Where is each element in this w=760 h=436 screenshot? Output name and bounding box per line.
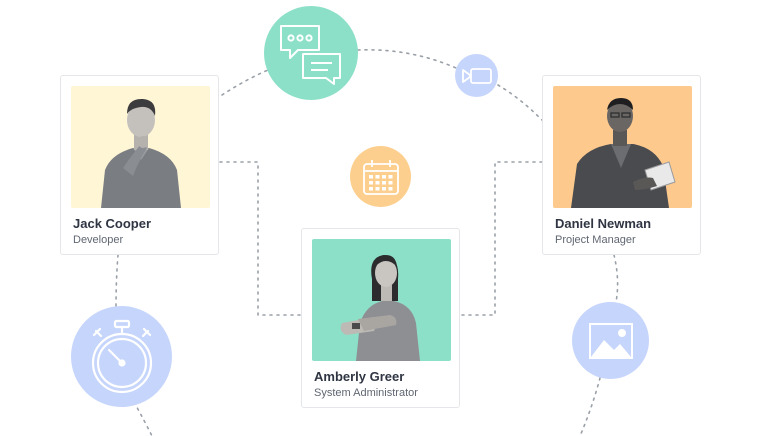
person-photo xyxy=(312,239,451,361)
person-photo-illustration xyxy=(571,98,676,208)
person-photo xyxy=(71,86,210,208)
stopwatch-icon xyxy=(91,319,152,393)
person-role: System Administrator xyxy=(314,387,418,399)
person-role: Project Manager xyxy=(555,234,636,246)
person-card-daniel-newman[interactable]: Daniel Newman Project Manager xyxy=(542,75,701,255)
stopwatch-bubble xyxy=(71,306,172,407)
person-name: Jack Cooper xyxy=(73,216,152,231)
image-bubble xyxy=(572,302,649,379)
person-photo-illustration xyxy=(101,98,181,208)
chat-bubble xyxy=(264,6,358,100)
chat-icon xyxy=(280,25,341,85)
image-icon xyxy=(588,322,633,359)
person-card-amberly-greer[interactable]: Amberly Greer System Administrator xyxy=(301,228,460,408)
video-bubble xyxy=(455,54,498,97)
video-camera-icon xyxy=(461,67,492,84)
calendar-bubble xyxy=(350,146,411,207)
calendar-icon xyxy=(362,159,399,195)
person-photo-illustration xyxy=(340,255,420,361)
person-name: Amberly Greer xyxy=(314,369,405,384)
person-role: Developer xyxy=(73,234,124,246)
person-card-jack-cooper[interactable]: Jack Cooper Developer xyxy=(60,75,219,255)
person-photo xyxy=(553,86,692,208)
person-name: Daniel Newman xyxy=(555,216,652,231)
